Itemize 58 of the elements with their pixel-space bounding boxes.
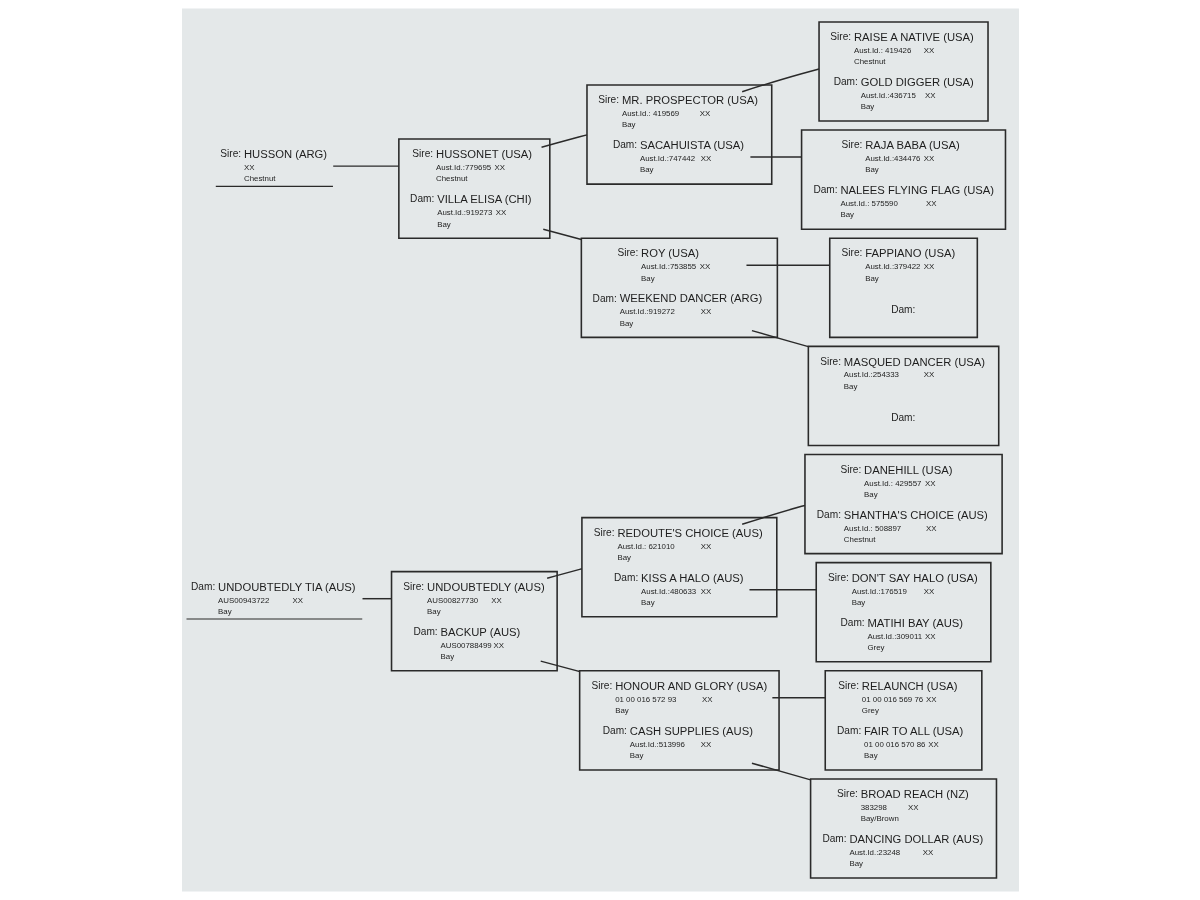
cluster (580, 237, 778, 339)
node-text: Dam: KISS A HALO (AUS) Aust.Id.:480633 XX Bay (613, 571, 744, 608)
node-text: Sire: DON'T SAY HALO (USA) Aust.Id.:176519 XX Bay (827, 571, 978, 608)
node-text: Dam: (890, 303, 915, 315)
connector (750, 762, 811, 781)
connector (540, 134, 588, 148)
connector (771, 697, 826, 699)
cluster (809, 778, 997, 879)
connector (740, 504, 806, 525)
node-text: Sire: HUSSON (ARG) XX Chestnut (219, 148, 327, 184)
connector (542, 228, 582, 241)
node-text: Dam: WEEKEND DANCER (ARG) Aust.Id.:919272 XX Bay (592, 292, 762, 328)
node-text: Dam: MATIHI BAY (AUS) Aust.Id.:309011 XX Grey (839, 616, 963, 653)
node-text: Dam: CASH SUPPLIES (AUS) Aust.Id.:513996 XX Bay (602, 725, 753, 761)
cluster (807, 345, 999, 447)
cluster (823, 670, 983, 771)
cluster (580, 516, 778, 618)
node-text: Dam: DANCING DOLLAR (AUS) Aust.Id.:23248 XX Bay (821, 833, 983, 869)
node-text: Sire: DANEHILL (USA) Aust.Id.: 429557 XX Bay (839, 463, 952, 499)
node-text: Dam: SACAHUISTA (USA) Aust.Id.:747442 XX Bay (612, 139, 744, 175)
connector (745, 264, 830, 266)
cluster (814, 561, 992, 663)
node-text: Sire: BROAD REACH (NZ) 383298 XX Bay/Brown (836, 788, 969, 824)
node-text: Sire: FAPPIANO (USA) Aust.Id.:379422 XX Bay (841, 247, 955, 283)
cluster (817, 21, 989, 122)
node-text: Sire: HUSSONET (USA) Aust.Id.:779695 XX Chestnut (411, 148, 532, 184)
connector (545, 568, 583, 579)
node-text: Dam: FAIR TO ALL (USA) 01 00 016 570 86 XX Bay (836, 725, 963, 761)
cluster (803, 453, 1003, 555)
node-text: Sire: MASQUED DANCER (USA) Aust.Id.:254333 XX Bay (819, 355, 985, 391)
connector (749, 156, 802, 158)
connector (361, 597, 392, 600)
connector (740, 68, 820, 93)
node-text: Dam: VILLA ELISA (CHI) Aust.Id.:919273 XX Bay (409, 193, 532, 229)
cluster (578, 670, 780, 771)
node-text: Sire: UNDOUBTEDLY (AUS) AUS00827730 XX Bay (402, 580, 545, 617)
node-text: Sire: RELAUNCH (USA) 01 00 016 569 76 XX Grey (837, 679, 957, 716)
cluster (397, 138, 551, 239)
node-text: Sire: REDOUTE'S CHOICE (AUS) Aust.Id.: 621010 XX Bay (593, 526, 763, 562)
connector (750, 329, 809, 348)
node-text: Sire: RAISE A NATIVE (USA) Aust.Id.: 419426 XX Chestnut (829, 31, 974, 67)
node-text: Dam: BACKUP (AUS) AUS00788499 XX Bay (413, 625, 520, 662)
cluster (585, 84, 772, 185)
node-text: Dam: UNDOUBTEDLY TIA (AUS) AUS00943722 XX Bay (190, 580, 356, 617)
node-text: Dam: GOLD DIGGER (USA) Aust.Id.:436715 XX Bay (833, 76, 974, 112)
node-text: Sire: MR. PROSPECTOR (USA) Aust.Id.: 419569 XX Bay (597, 94, 758, 130)
connector (748, 588, 817, 591)
node-text: Dam: (890, 411, 915, 423)
node-text: Sire: HONOUR AND GLORY (USA) 01 00 016 572 93 XX Bay (590, 679, 767, 716)
node-text: Sire: RAJA BABA (USA) Aust.Id.:434476 XX Bay (841, 139, 960, 175)
cluster (828, 237, 978, 339)
connector (539, 660, 580, 673)
cluster (800, 129, 1006, 230)
node-text: Dam: SHANTHA'S CHOICE (AUS) Aust.Id.: 508897 XX Chestnut (816, 508, 988, 544)
connector (331, 165, 400, 167)
node-text: Dam: NALEES FLYING FLAG (USA) Aust.Id.: 575590 XX Bay (812, 184, 994, 220)
node-text: Sire: ROY (USA) Aust.Id.:753855 XX Bay (616, 247, 710, 283)
cluster (390, 570, 558, 672)
